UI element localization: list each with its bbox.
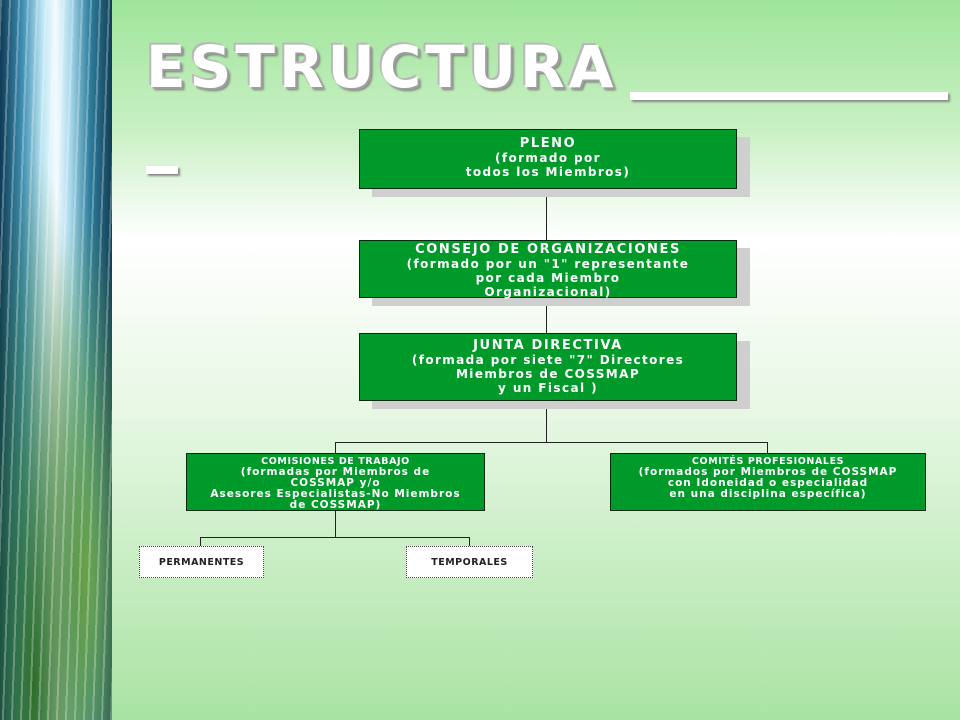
connector-horizontal-top [335,442,768,443]
connector-to-comites [767,442,768,453]
connector-junta-down [546,401,547,443]
waterfall-image [0,0,112,720]
box-comites-sub: (formados por Miembros de COSSMAP con Id… [638,466,898,500]
page-title: ESTRUCTURA [146,33,618,101]
box-pleno-head: PLENO [519,136,577,151]
box-comisiones-sub: (formadas por Miembros de COSSMAP y/o As… [210,466,461,511]
box-consejo-head: CONSEJO DE ORGANIZACIONES [415,242,681,257]
box-comisiones-head: COMISIONES DE TRABAJO [261,456,410,467]
box-temporales: TEMPORALES [406,546,533,578]
connector-to-temporales [469,537,470,547]
connector-to-comisiones [335,442,336,453]
box-consejo: CONSEJO DE ORGANIZACIONES (formado por u… [359,240,737,299]
box-comites-head: COMITÉS PROFESIONALES [691,456,845,467]
title-dash [146,166,178,174]
connector-comisiones-down [335,511,336,537]
box-junta: JUNTA DIRECTIVA (formada por siete "7" D… [359,333,737,401]
connector-pleno-consejo [546,189,547,240]
box-comisiones: COMISIONES DE TRABAJO (formadas por Miem… [186,453,485,511]
connector-horizontal-bottom [200,537,470,538]
box-consejo-sub: (formado por un "1" representante por ca… [406,257,690,299]
box-pleno-sub: (formado por todos los Miembros) [465,151,631,179]
box-junta-sub: (formada por siete "7" Directores Miembr… [411,353,685,395]
connector-to-permanentes [200,537,201,547]
connector-consejo-junta [546,298,547,333]
box-permanentes: PERMANENTES [139,546,264,578]
box-junta-head: JUNTA DIRECTIVA [473,338,623,353]
box-comites: COMITÉS PROFESIONALES (formados por Miem… [610,453,926,511]
title-underline [630,92,948,100]
box-pleno: PLENO (formado por todos los Miembros) [359,129,737,189]
